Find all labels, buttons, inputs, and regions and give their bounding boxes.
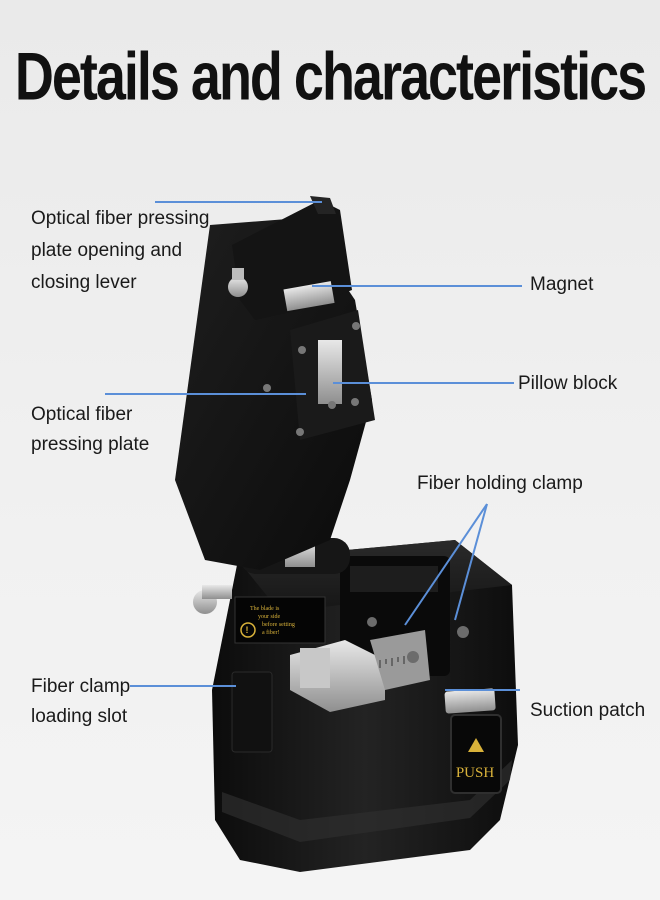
clamp-callout-line-left (404, 503, 488, 626)
lever-screw (228, 277, 248, 297)
label-lever-line1: Optical fiber pressing (31, 208, 210, 229)
warning-text-4: a fiber! (262, 629, 280, 636)
push-button (450, 714, 502, 794)
label-fiber-holding-clamp: Fiber holding clamp (417, 473, 583, 494)
push-text: PUSH (456, 765, 495, 781)
label-lever-line2: plate opening and (31, 240, 183, 261)
label-pillow-block: Pillow block (518, 373, 618, 394)
label-lever-line3: closing lever (31, 272, 137, 293)
warning-text-1: The blade is (250, 606, 280, 612)
label-clamp-slot-line2: loading slot (31, 706, 128, 727)
label-suction-patch: Suction patch (530, 700, 646, 721)
page-title: Details and characteristics (14, 39, 647, 115)
warning-symbol: ! (246, 625, 249, 635)
warning-icon (240, 622, 256, 638)
pillow-block-metal (318, 340, 342, 404)
label-plate-line1: Optical fiber (31, 404, 133, 425)
fiber-clamp-loading-slot (231, 671, 273, 753)
warning-sticker (234, 596, 326, 644)
push-arrow-icon (468, 738, 484, 752)
base-edge-highlight (222, 760, 512, 842)
suction-patch (444, 688, 496, 714)
clamp-callout-line-right (454, 503, 488, 621)
label-clamp-slot-line1: Fiber clamp (31, 676, 131, 697)
ruler-plate (370, 630, 430, 690)
label-magnet: Magnet (530, 274, 594, 295)
warning-text-3: before setting (262, 621, 295, 628)
label-plate-line2: pressing plate (31, 434, 150, 455)
warning-text-2: your side (258, 614, 281, 620)
magnet (283, 281, 335, 312)
